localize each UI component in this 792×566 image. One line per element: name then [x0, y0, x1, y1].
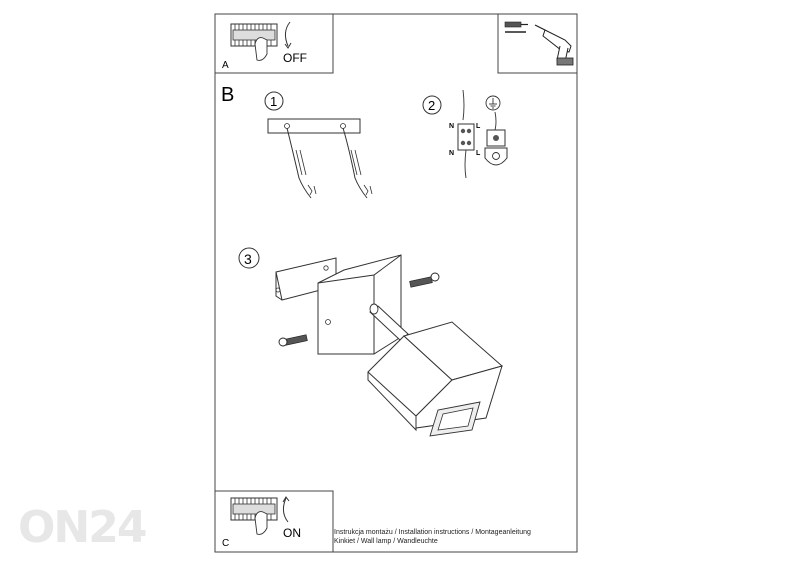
- wire-label-n-top: N: [449, 123, 454, 130]
- watermark-logo: ON24: [18, 502, 147, 553]
- ground-symbol-icon: [485, 95, 501, 111]
- footer-line-1: Instrukcja montażu / Installation instru…: [334, 529, 531, 536]
- step-3-number: 3: [244, 251, 252, 267]
- step-3-circle: [238, 247, 260, 269]
- step-1-number: 1: [270, 94, 277, 109]
- step-2-number: 2: [428, 98, 435, 113]
- lamp-arm: [369, 303, 409, 341]
- drill-icon: [534, 24, 574, 66]
- terminal-block: [457, 89, 475, 179]
- step-1-circle: [264, 91, 284, 111]
- panel-c-action: ON: [283, 526, 301, 540]
- switch-on-icon: [230, 496, 290, 535]
- wall-plug-icon: [504, 21, 528, 33]
- wire-label-n-bottom: N: [449, 150, 454, 157]
- lamp-head: [367, 321, 504, 437]
- step-2-circle: [422, 95, 442, 115]
- footer-line-2: Kinkiet / Wall lamp / Wandleuchte: [334, 538, 438, 545]
- wire-label-l-top: L: [476, 123, 481, 130]
- panel-c-letter: C: [222, 538, 229, 549]
- ground-terminal: [484, 111, 508, 166]
- panel-a-action: OFF: [283, 51, 307, 65]
- ceiling-bracket-with-wires: [267, 118, 373, 199]
- panel-a-letter: A: [222, 60, 229, 71]
- panel-b-letter: B: [221, 84, 234, 106]
- screw-icon: [278, 334, 308, 347]
- wire-label-l-bottom: L: [476, 150, 481, 157]
- switch-off-icon: [230, 21, 292, 61]
- screw-icon: [409, 272, 440, 288]
